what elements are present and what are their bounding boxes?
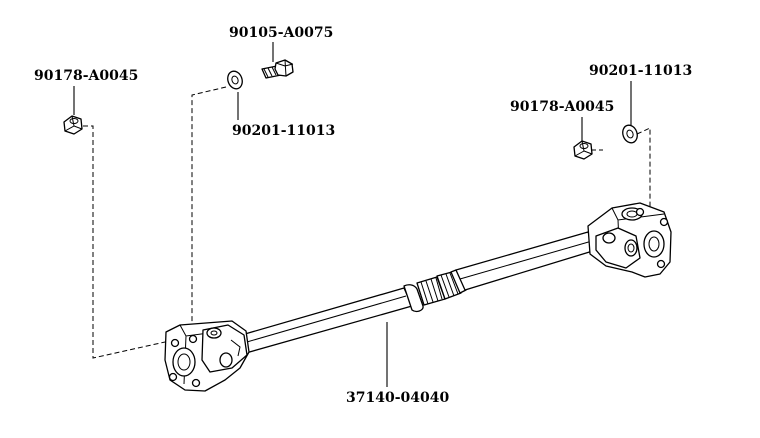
- label-bolt: 90105-A0075: [229, 25, 333, 41]
- nut-right-icon: [573, 140, 593, 160]
- nut-left-icon: [63, 115, 83, 135]
- label-nut-right: 90178-A0045: [510, 99, 614, 115]
- leader-lines: [73, 42, 632, 387]
- label-nut-left: 90178-A0045: [34, 68, 138, 84]
- label-shaft: 37140-04040: [346, 390, 449, 406]
- assembly-dashed-lines: [83, 86, 651, 359]
- label-washer-right: 90201-11013: [589, 63, 692, 79]
- label-washer-left: 90201-11013: [232, 123, 335, 139]
- bolt-icon: [261, 59, 294, 79]
- propeller-shaft-icon: [164, 202, 672, 392]
- washer-right-icon: [622, 124, 638, 144]
- washer-left-icon: [227, 70, 243, 90]
